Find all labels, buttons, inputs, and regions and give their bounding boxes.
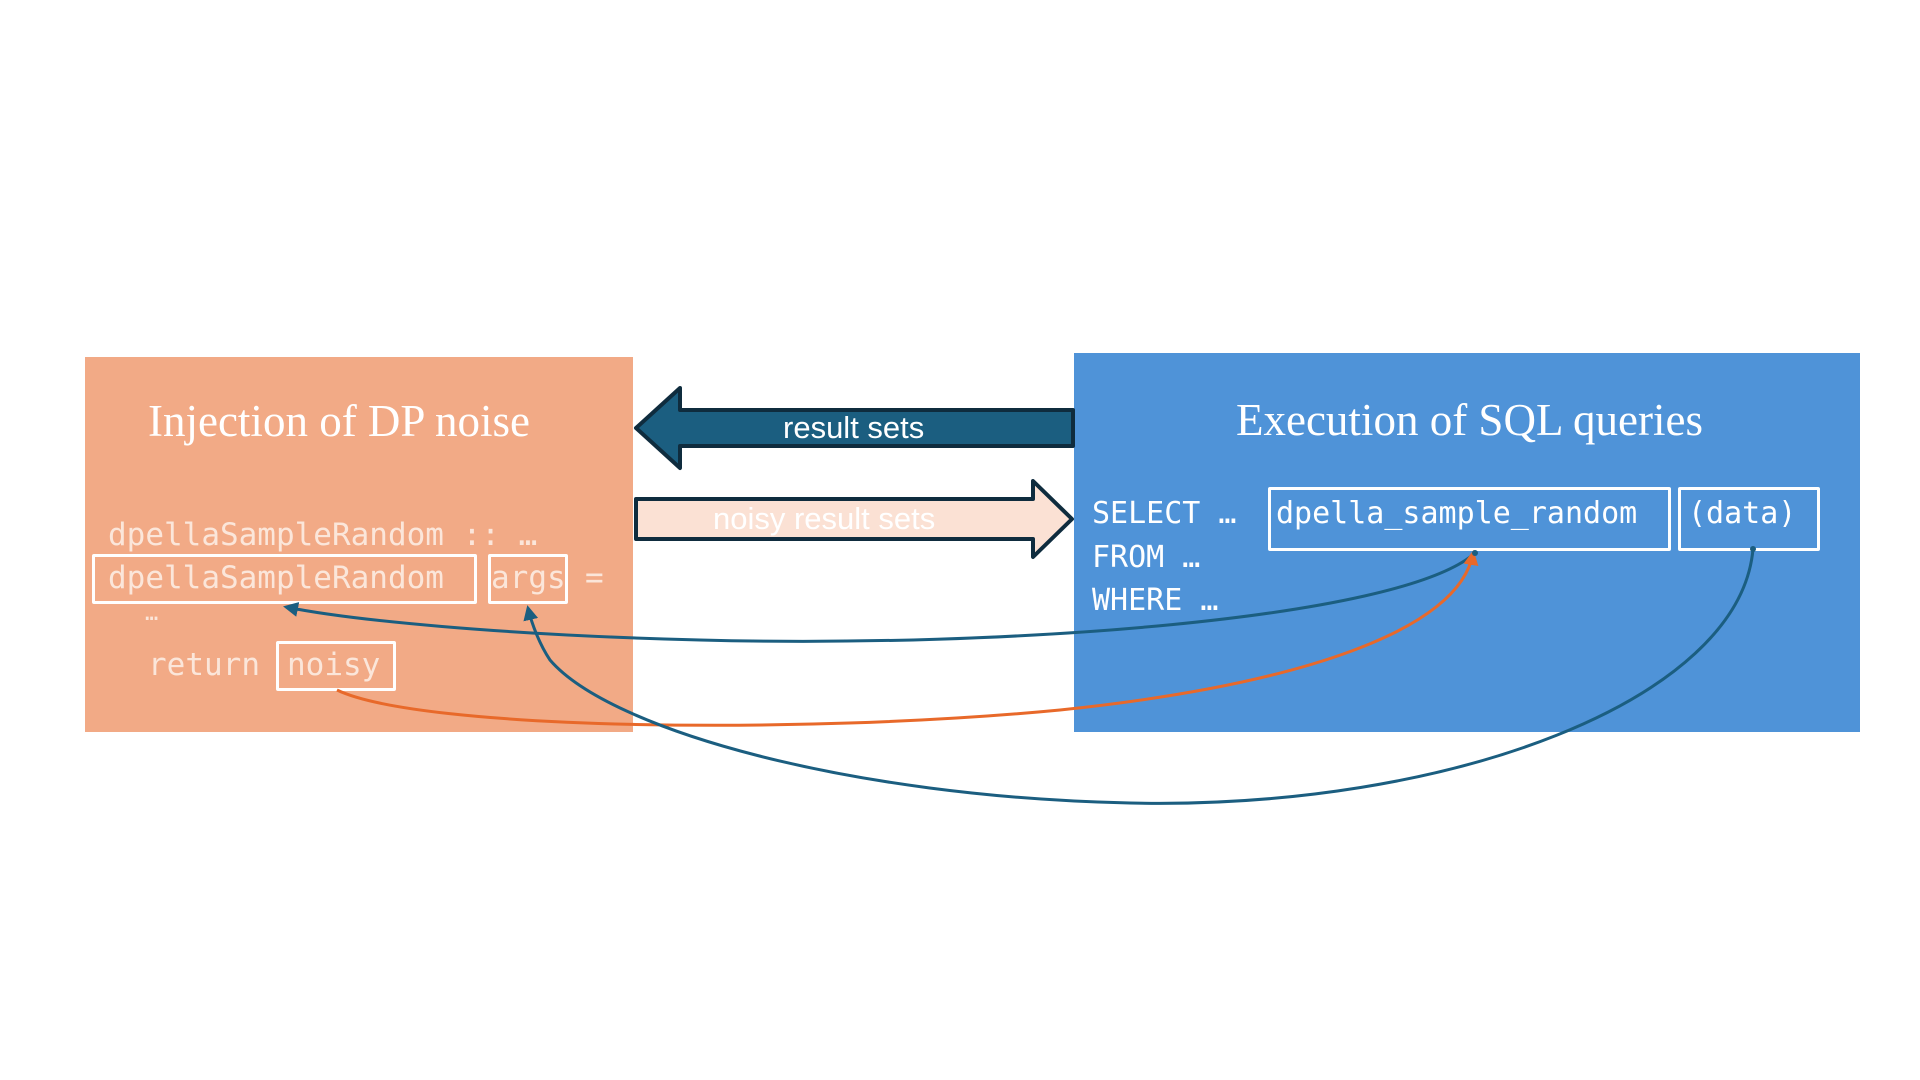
code-return: return bbox=[148, 647, 260, 683]
dp-noise-panel: Injection of DP noise dpellaSampleRandom… bbox=[85, 357, 633, 732]
code-equals: = bbox=[585, 560, 604, 596]
result-sets-label: result sets bbox=[783, 410, 925, 445]
code-fn-name: dpellaSampleRandom bbox=[108, 560, 444, 596]
dp-noise-panel-title: Injection of DP noise bbox=[148, 396, 531, 446]
sql-select: SELECT … bbox=[1092, 496, 1237, 531]
code-noisy: noisy bbox=[287, 647, 381, 683]
noisy-result-sets-label: noisy result sets bbox=[713, 501, 936, 536]
sql-fn-arg: (data) bbox=[1688, 496, 1797, 531]
sql-from: FROM … bbox=[1092, 540, 1201, 575]
sql-execution-panel: Execution of SQL queries SELECT … dpella… bbox=[1074, 353, 1860, 732]
code-args: args bbox=[491, 560, 566, 596]
sql-where: WHERE … bbox=[1092, 583, 1219, 618]
code-signature-line: dpellaSampleRandom :: … bbox=[108, 517, 538, 553]
sql-fn-name: dpella_sample_random bbox=[1276, 496, 1638, 531]
code-ellipsis: … bbox=[145, 601, 159, 626]
sql-panel-title: Execution of SQL queries bbox=[1236, 395, 1703, 445]
